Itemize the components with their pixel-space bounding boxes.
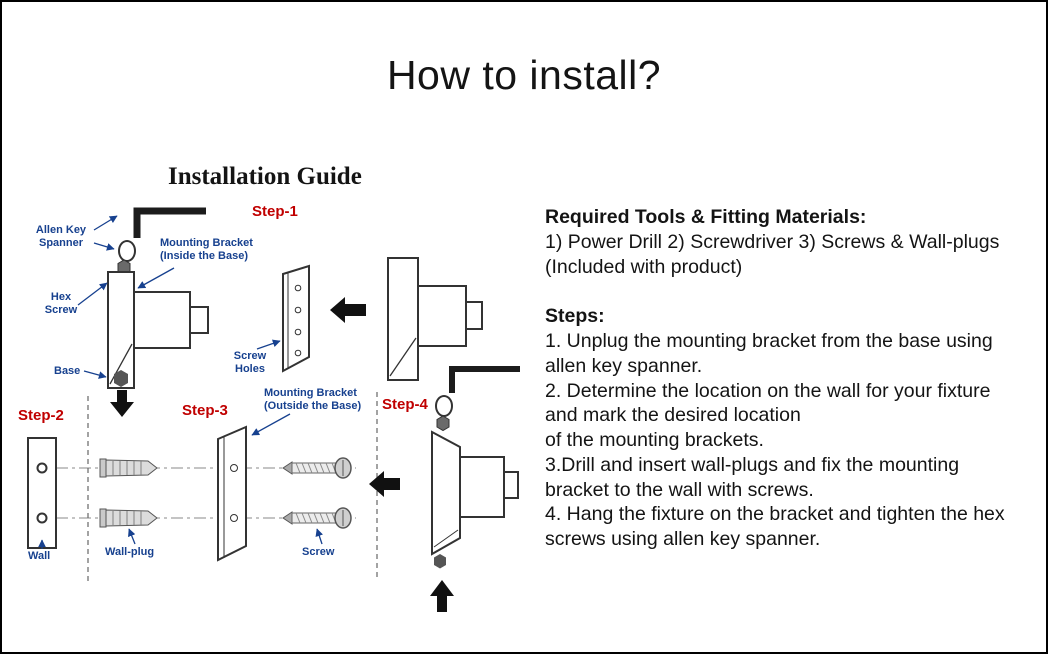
down-arrow-icon xyxy=(110,390,134,417)
label-pointer-arrows xyxy=(38,215,323,549)
left-arrow-icon xyxy=(330,297,366,323)
tools-heading: Required Tools & Fitting Materials: xyxy=(545,206,867,228)
fixture-on-bracket-graphic xyxy=(431,430,519,569)
label-allen-key-spanner: Allen Key Spanner xyxy=(35,224,87,249)
label-wall: Wall xyxy=(28,550,51,562)
wall-plug-icon xyxy=(99,458,158,528)
screw-holes-plate-graphic xyxy=(282,264,310,373)
step4-label: Step-4 xyxy=(382,396,428,413)
label-mounting-bracket-inside: Mounting Bracket (Inside the Base) xyxy=(160,237,253,262)
label-hex-screw: Hex Screw xyxy=(44,291,78,316)
allen-key-icon xyxy=(117,207,206,276)
diagram-heading: Installation Guide xyxy=(168,163,362,190)
step-1-text: 1. Unplug the mounting bracket from the … xyxy=(545,330,993,377)
label-base: Base xyxy=(54,365,81,377)
label-screw-holes: Screw Holes xyxy=(233,350,267,375)
tools-body: 1) Power Drill 2) Screwdriver 3) Screws … xyxy=(545,230,1000,278)
panel-spacer xyxy=(545,279,1031,304)
allen-key-icon xyxy=(435,366,520,432)
label-screw: Screw xyxy=(302,546,335,558)
step-4-text: 4. Hang the fixture on the bracket and t… xyxy=(545,503,1005,550)
step3-label: Step-3 xyxy=(182,402,228,419)
label-mounting-bracket-outside: Mounting Bracket (Outside the Base) xyxy=(264,387,362,412)
step-2-text: 2. Determine the location on the wall fo… xyxy=(545,379,991,452)
step-3-text: 3.Drill and insert wall-plugs and fix th… xyxy=(545,453,960,501)
installation-diagram xyxy=(27,207,520,612)
label-wall-plug: Wall-plug xyxy=(105,546,155,558)
steps-heading: Steps: xyxy=(545,305,605,328)
up-arrow-icon xyxy=(430,580,454,612)
instructions-panel: Required Tools & Fitting Materials: 1) P… xyxy=(545,205,1031,552)
page-title: How to install? xyxy=(386,52,662,98)
mounting-bracket-outside-graphic xyxy=(217,425,247,562)
bracket-and-base-graphic xyxy=(107,271,209,389)
step2-label: Step-2 xyxy=(18,407,64,424)
screw-icon xyxy=(282,457,352,529)
fixture-graphic xyxy=(387,257,483,381)
left-arrow-icon xyxy=(369,471,400,497)
wall-graphic xyxy=(27,437,57,549)
step1-label: Step-1 xyxy=(252,203,298,220)
hex-screw-icon xyxy=(114,370,128,387)
